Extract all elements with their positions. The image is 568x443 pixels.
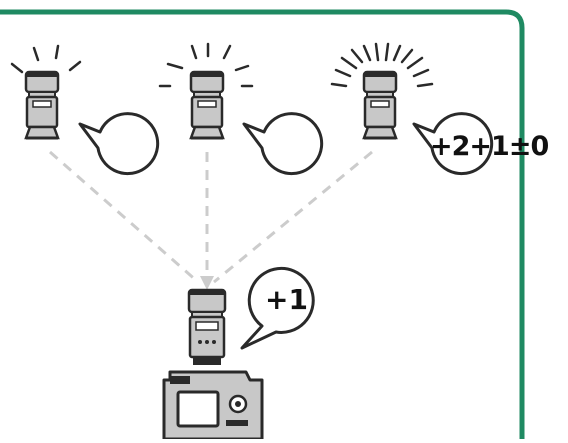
dashed-line-right bbox=[213, 150, 373, 284]
flash-icon bbox=[362, 70, 398, 140]
speech-bubble bbox=[412, 112, 494, 176]
dashed-line-left bbox=[49, 150, 199, 284]
camera-icon bbox=[162, 370, 264, 441]
flash-icon bbox=[24, 70, 60, 140]
master-unit bbox=[162, 266, 315, 441]
flash-icon bbox=[189, 70, 225, 140]
speech-bubble bbox=[242, 112, 324, 176]
speech-bubble bbox=[240, 266, 315, 350]
dashed-connection-lines bbox=[49, 150, 373, 284]
speech-bubble bbox=[78, 112, 160, 176]
remote-flash-left bbox=[10, 44, 160, 176]
light-burst-icon bbox=[158, 42, 254, 88]
arrowhead bbox=[200, 276, 214, 290]
light-burst-icon bbox=[330, 42, 434, 88]
master-compensation-label: +1 bbox=[265, 283, 308, 316]
flash-icon bbox=[187, 288, 227, 365]
flash-compensation-values-label: +2+1±0 bbox=[430, 131, 549, 162]
remote-flash-center bbox=[158, 42, 324, 176]
remote-flash-right bbox=[330, 42, 494, 176]
diagram-frame bbox=[0, 9, 525, 439]
light-burst-icon bbox=[10, 44, 82, 74]
